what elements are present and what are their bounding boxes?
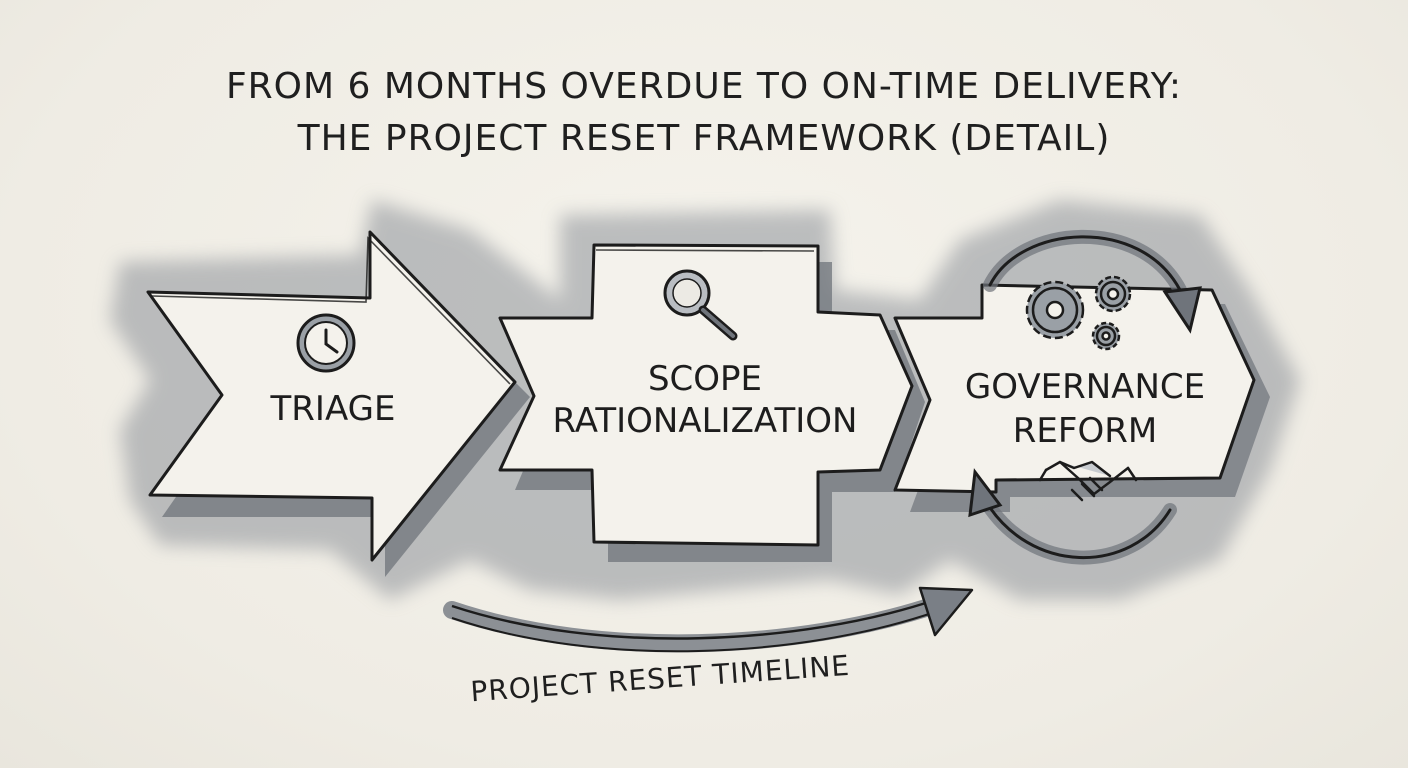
governance-label-line-1: GOVERNANCE [964, 367, 1206, 407]
diagram-title-line-1: FROM 6 MONTHS OVERDUE TO ON-TIME DELIVER… [225, 66, 1183, 107]
scope-label-line-2: RATIONALIZATION [552, 401, 858, 441]
triage-label: TRIAGE [270, 389, 396, 429]
magnifier-icon [663, 269, 738, 341]
gears-icon [1025, 275, 1132, 351]
cycle-arrows-icon [968, 229, 1202, 565]
diagram-title-line-2: THE PROJECT RESET FRAMEWORK (DETAIL) [297, 118, 1111, 159]
scope-label-line-1: SCOPE [647, 359, 763, 399]
timeline-arrow [443, 586, 974, 653]
clock-icon [296, 313, 356, 373]
scope-stage-shape [498, 243, 925, 562]
triage-stage-shape [146, 230, 530, 577]
governance-label-line-2: REFORM [1012, 411, 1158, 451]
handshake-icon [1038, 460, 1138, 502]
governance-stage-shape [893, 283, 1270, 512]
